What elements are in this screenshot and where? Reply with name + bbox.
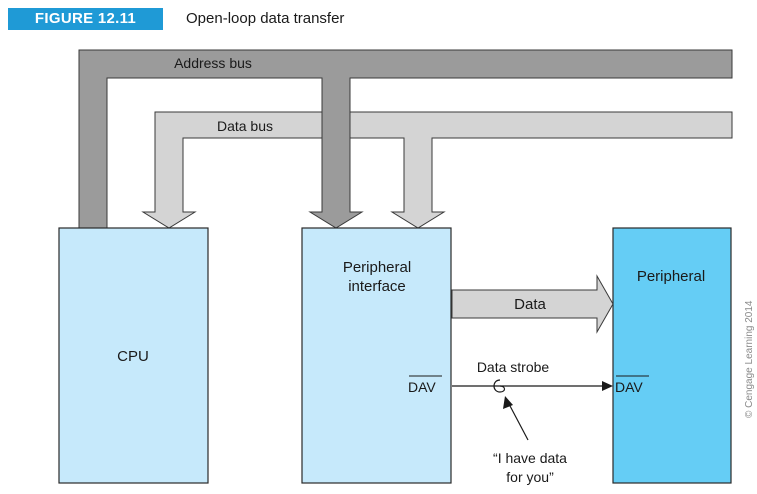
data-strobe-arrowhead [602, 381, 613, 391]
peripheral-label: Peripheral [637, 268, 705, 285]
peripheral-block [612, 227, 732, 484]
dav-input-label: DAV [615, 379, 643, 395]
note-line1: “I have data [493, 450, 567, 466]
data-arrow [451, 274, 614, 334]
address-bus-label: Address bus [174, 55, 252, 71]
peripheral-interface-block [301, 227, 452, 484]
data-arrow-label: Data [514, 296, 546, 313]
note-pointer [508, 403, 529, 441]
cpu-label: CPU [117, 348, 149, 365]
note-line2: for you” [506, 469, 554, 485]
data-bus-label: Data bus [217, 118, 273, 134]
data-strobe-label: Data strobe [477, 359, 550, 375]
figure-number-badge: FIGURE 12.11 [8, 8, 163, 30]
strobe-loop-marker [493, 379, 506, 393]
figure-title: Open-loop data transfer [186, 10, 345, 27]
peripheral-interface-label-line2: interface [348, 278, 406, 295]
copyright-credit: © Cengage Learning 2014 [744, 300, 755, 418]
dav-output-label: DAV [408, 379, 436, 395]
note-pointer-arrowhead [503, 396, 513, 409]
data-bus [141, 111, 733, 229]
cpu-block [58, 227, 209, 484]
peripheral-interface-label-line1: Peripheral [343, 259, 411, 276]
address-bus [78, 49, 733, 229]
